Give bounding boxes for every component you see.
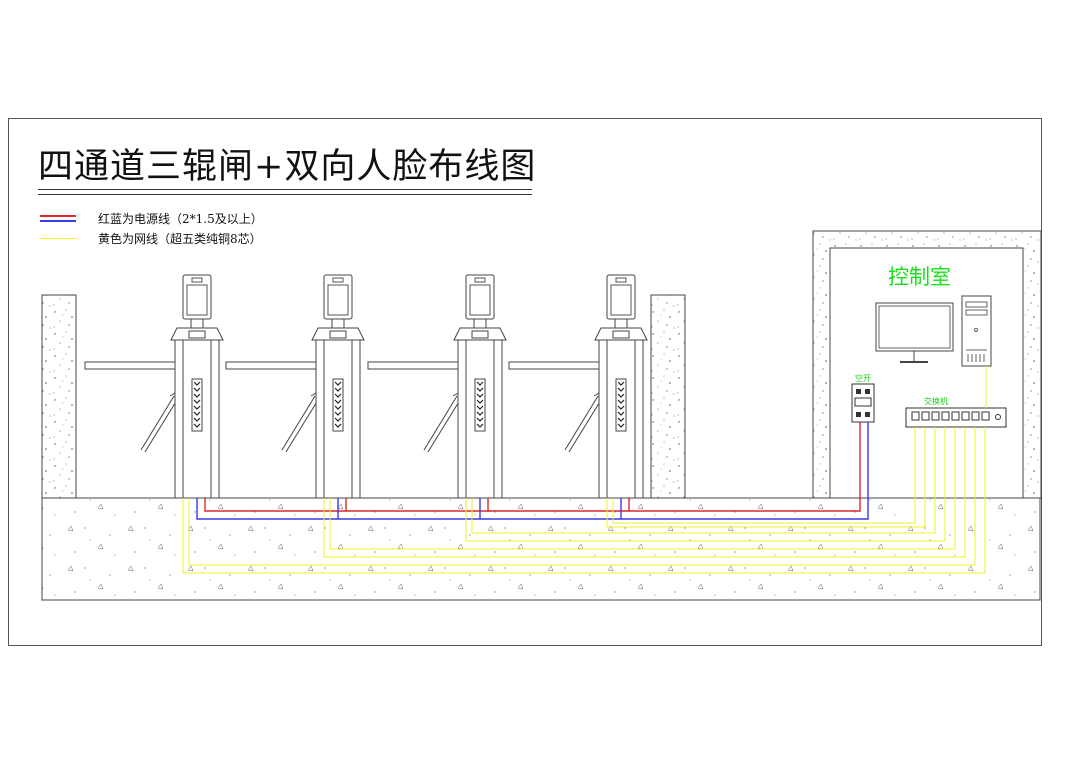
power-red-main bbox=[204, 422, 861, 512]
network-cable-8 bbox=[612, 427, 916, 524]
turnstile-gate-1 bbox=[84, 274, 224, 499]
network-cable-3 bbox=[323, 427, 966, 558]
network-cable-4 bbox=[329, 427, 956, 550]
legend-blue-line bbox=[40, 220, 76, 222]
network-cable-5 bbox=[465, 427, 946, 542]
control-room-label: 控制室 bbox=[888, 265, 951, 289]
title-underline-double bbox=[38, 194, 532, 195]
breaker-icon bbox=[851, 383, 875, 423]
pc-tower-icon bbox=[961, 295, 992, 367]
control-room-interior bbox=[829, 247, 1024, 499]
legend-power-text: 红蓝为电源线（2*1.5及以上） bbox=[98, 212, 263, 226]
network-cable-2 bbox=[188, 427, 976, 566]
breaker-label: 空开 bbox=[855, 374, 871, 383]
monitor-icon bbox=[875, 302, 954, 363]
page-title: 四通道三辊闸+双向人脸布线图 bbox=[38, 147, 537, 187]
network-cable-7 bbox=[606, 427, 926, 528]
legend-yellow-line bbox=[40, 238, 76, 239]
left-wall bbox=[41, 294, 77, 499]
wiring bbox=[182, 366, 987, 574]
legend-network-text: 黄色为网线（超五类纯铜8芯） bbox=[98, 232, 262, 246]
network-switch-icon bbox=[905, 407, 1007, 428]
title-underline bbox=[38, 189, 532, 190]
switch-label: 交换机 bbox=[924, 397, 948, 406]
turnstile-gate-3 bbox=[367, 274, 507, 499]
right-wall bbox=[650, 294, 686, 499]
network-cable-1 bbox=[182, 427, 986, 574]
legend-red-line bbox=[40, 215, 76, 217]
power-blue-main bbox=[196, 422, 869, 520]
turnstile-gate-4 bbox=[508, 274, 648, 499]
network-cable-6 bbox=[471, 427, 936, 534]
turnstile-gates bbox=[84, 274, 648, 499]
turnstile-gate-2 bbox=[225, 274, 365, 499]
